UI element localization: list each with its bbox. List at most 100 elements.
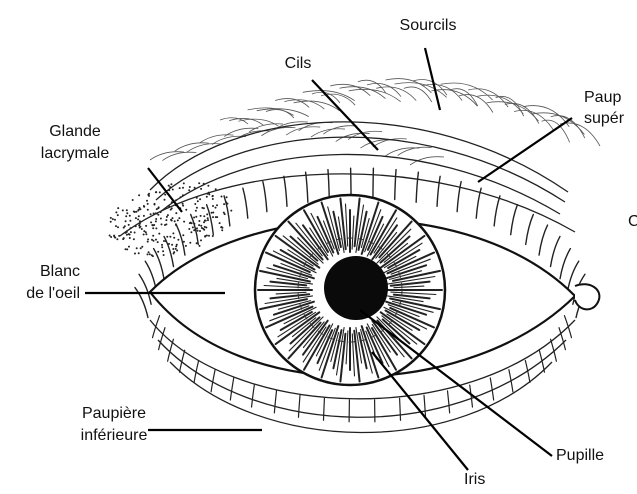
upper-eyelash — [154, 249, 164, 279]
gland-dot — [189, 242, 191, 244]
gland-dot — [143, 234, 145, 236]
gland-dot — [129, 220, 131, 222]
gland-dot — [216, 204, 218, 206]
eyebrow-hair — [257, 109, 309, 117]
gland-dot — [207, 217, 209, 219]
upper-eyelash — [284, 176, 287, 206]
gland-dot — [134, 232, 136, 234]
label-paupiere-superieure-line1: Paup — [584, 88, 621, 107]
gland-dot — [199, 230, 201, 232]
gland-dot — [136, 247, 138, 249]
gland-dot — [126, 234, 128, 236]
gland-dot — [117, 226, 119, 228]
label-cut-c: C — [628, 212, 637, 231]
gland-dot — [176, 250, 178, 252]
gland-dot — [139, 220, 141, 222]
lower-eyelash — [424, 395, 426, 417]
gland-dot — [145, 233, 147, 235]
gland-dot — [207, 193, 209, 195]
gland-dot — [204, 220, 206, 222]
gland-dot — [150, 221, 152, 223]
gland-dot — [172, 217, 174, 219]
gland-dot — [212, 198, 214, 200]
gland-dot — [135, 217, 137, 219]
gland-dot — [200, 239, 202, 241]
gland-dot — [168, 185, 170, 187]
gland-dot — [150, 213, 152, 215]
gland-dot — [148, 251, 150, 253]
lower-eyelash — [564, 316, 571, 338]
leader-glande — [148, 168, 182, 212]
gland-dot — [147, 238, 149, 240]
gland-dot — [165, 240, 167, 242]
upper-eyelash — [306, 172, 308, 202]
gland-dot — [164, 194, 166, 196]
gland-dot — [164, 199, 166, 201]
gland-dot — [215, 207, 217, 209]
gland-dot — [196, 197, 198, 199]
gland-dot — [125, 215, 127, 217]
gland-dot — [200, 215, 202, 217]
gland-dot — [167, 214, 169, 216]
gland-dot — [114, 219, 116, 221]
gland-dot — [152, 255, 154, 257]
lower-eyelash — [448, 391, 450, 413]
gland-dot — [147, 203, 149, 205]
gland-dot — [175, 248, 177, 250]
gland-dot — [122, 238, 124, 240]
gland-dot — [112, 218, 114, 220]
gland-dot — [226, 203, 228, 205]
gland-dot — [172, 232, 174, 234]
eyebrow-hair — [266, 110, 294, 118]
gland-dot — [206, 196, 208, 198]
gland-dot — [138, 252, 140, 254]
gland-dot — [156, 208, 158, 210]
gland-dot — [211, 212, 213, 214]
gland-dot — [171, 207, 173, 209]
gland-dot — [115, 211, 117, 213]
gland-dot — [117, 214, 119, 216]
gland-dot — [208, 235, 210, 237]
gland-dot — [122, 209, 124, 211]
label-iris: Iris — [464, 470, 485, 489]
gland-dot — [141, 228, 143, 230]
gland-dot — [143, 230, 145, 232]
gland-dot — [155, 218, 157, 220]
gland-dot — [135, 211, 137, 213]
gland-dot — [190, 231, 192, 233]
gland-dot — [165, 219, 167, 221]
gland-dot — [205, 227, 207, 229]
gland-dot — [212, 216, 214, 218]
label-blanc-line1: Blanc — [10, 262, 80, 281]
gland-dot — [185, 209, 187, 211]
gland-dot — [137, 210, 139, 212]
eyebrow-hair — [358, 80, 386, 93]
gland-dot — [158, 206, 160, 208]
lower-eyelash — [539, 350, 544, 372]
gland-dot — [230, 210, 232, 212]
gland-dot — [172, 189, 174, 191]
upper-eyelash — [494, 196, 500, 226]
gland-dot — [164, 224, 166, 226]
gland-dot — [163, 254, 165, 256]
gland-dot — [194, 203, 196, 205]
gland-dot — [199, 245, 201, 247]
gland-dot — [193, 217, 195, 219]
lower-eyelash — [274, 391, 276, 413]
eyebrow-hatching — [150, 79, 600, 165]
gland-dot — [147, 253, 149, 255]
gland-dot — [171, 220, 173, 222]
gland-dot — [155, 220, 157, 222]
gland-dot — [146, 200, 148, 202]
gland-dot — [193, 223, 195, 225]
eyebrow-hair — [187, 144, 221, 152]
gland-dot — [113, 235, 115, 237]
gland-dot — [192, 226, 194, 228]
eyebrow-hair — [413, 80, 447, 96]
eyebrow-hair — [385, 79, 431, 93]
gland-dot — [138, 224, 140, 226]
gland-dot — [166, 216, 168, 218]
gland-dot — [132, 199, 134, 201]
gland-dot — [177, 239, 179, 241]
gland-dot — [199, 198, 201, 200]
